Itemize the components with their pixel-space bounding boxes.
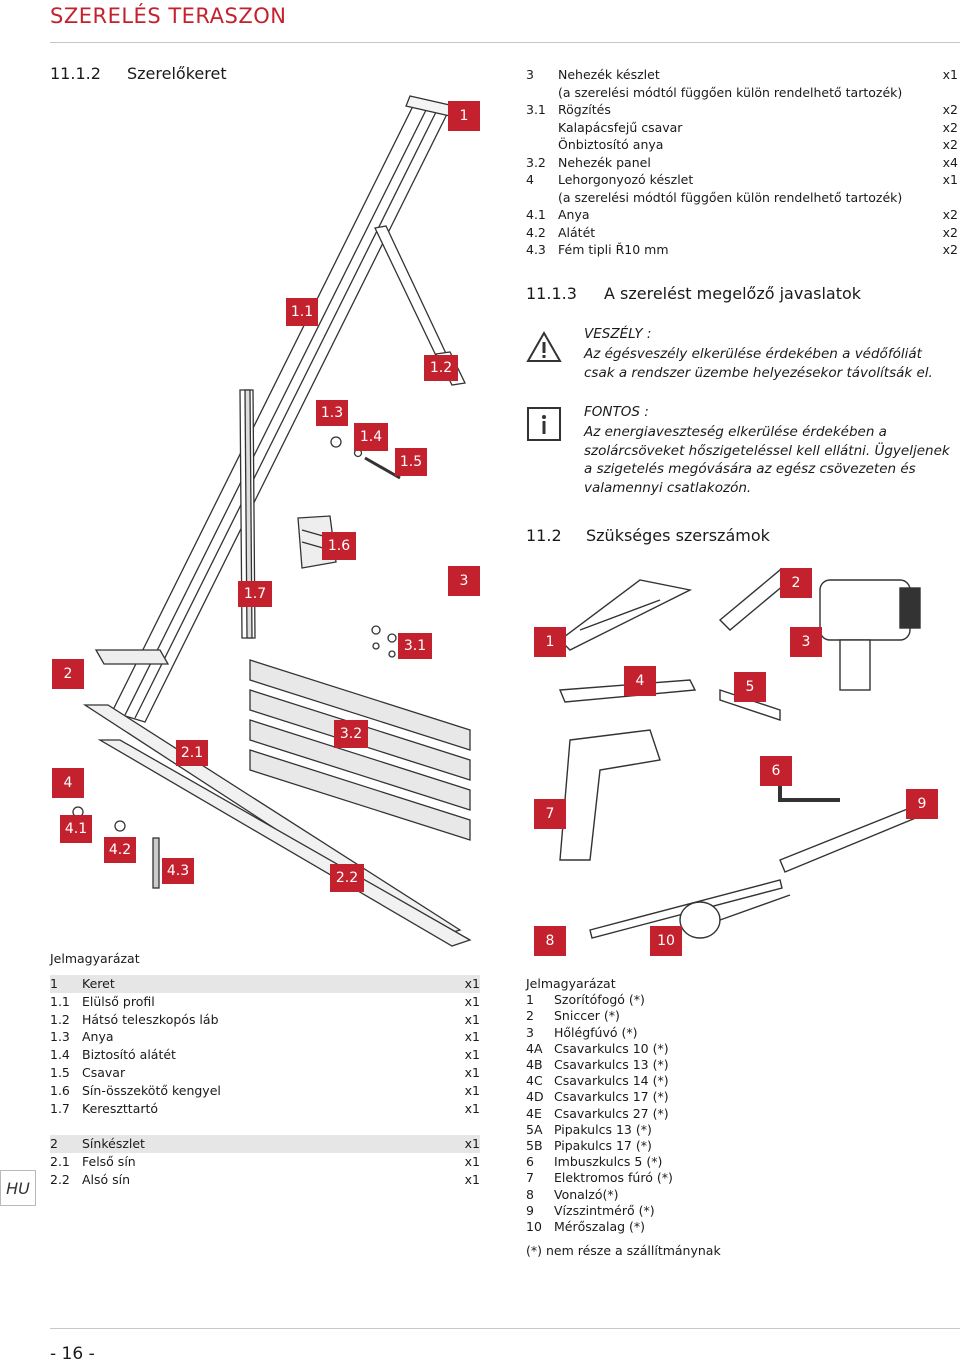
tool-label-5: 5 (734, 672, 766, 702)
tool-label-8: 8 (534, 926, 566, 956)
warning-title: VESZÉLY : (584, 326, 652, 342)
label-2-1: 2.1 (176, 740, 208, 766)
page-number: - 16 - (50, 1344, 95, 1364)
label-1-6: 1.6 (322, 532, 356, 560)
tool-label-4: 4 (624, 666, 656, 696)
legend-title: Jelmagyarázat (50, 951, 140, 966)
info-title: FONTOS : (584, 404, 649, 420)
label-3-1: 3.1 (398, 633, 432, 659)
parts-row: (a szerelési módtól függően külön rendel… (558, 189, 903, 205)
info-icon (527, 407, 561, 441)
crimping-pliers (558, 579, 693, 651)
tool-label-6: 6 (760, 756, 792, 786)
label-1-5: 1.5 (395, 448, 427, 476)
warning-icon (526, 330, 562, 362)
parts-row: (a szerelési módtól függően külön rendel… (558, 84, 903, 100)
info-text: Az energiaveszteség elkerülése érdekében… (584, 424, 950, 496)
label-4-3: 4.3 (162, 858, 194, 884)
warning-text: Az égésveszély elkerülése érdekében a vé… (584, 346, 933, 381)
section-number: 11.1.3 (526, 284, 577, 303)
section-number: 11.1.2 (50, 64, 101, 83)
footer-rule (50, 1328, 960, 1329)
label-1-4: 1.4 (354, 423, 388, 451)
label-4-2: 4.2 (104, 837, 136, 863)
section-title: A szerelést megelőző javaslatok (604, 284, 862, 303)
section-number: 11.2 (526, 526, 562, 545)
label-1: 1 (448, 101, 480, 131)
header-rule (50, 42, 960, 43)
section-title: Szükséges szerszámok (586, 526, 770, 545)
label-1-2: 1.2 (424, 355, 458, 381)
tool-label-3: 3 (790, 627, 822, 657)
page-header-title: SZERELÉS TERASZON (50, 4, 287, 28)
tool-label-7: 7 (534, 799, 566, 829)
label-4-1: 4.1 (60, 815, 92, 843)
label-3: 3 (448, 566, 480, 596)
tools-legend-title: Jelmagyarázat (526, 976, 616, 991)
tools-footnote: (*) nem része a szállítmánynak (526, 1243, 721, 1259)
tool-label-1: 1 (534, 627, 566, 657)
tool-label-9: 9 (906, 789, 938, 819)
language-badge: HU (0, 1170, 36, 1206)
label-4: 4 (52, 768, 84, 798)
label-3-2: 3.2 (334, 720, 368, 748)
label-1-3: 1.3 (316, 400, 348, 426)
tools-legend-row: 10 Mérőszalag (*) (526, 1219, 646, 1235)
section-title: Szerelőkeret (127, 64, 227, 83)
legend-spacer (50, 1117, 480, 1135)
label-1-7: 1.7 (238, 581, 272, 607)
frame-illustration (72, 95, 472, 947)
label-1-1: 1.1 (286, 298, 318, 326)
label-2: 2 (52, 659, 84, 689)
tool-label-2: 2 (780, 568, 812, 598)
tool-label-10: 10 (650, 926, 682, 956)
tools-illustration (558, 569, 936, 939)
front-profile (111, 99, 451, 723)
label-2-2: 2.2 (330, 864, 364, 892)
